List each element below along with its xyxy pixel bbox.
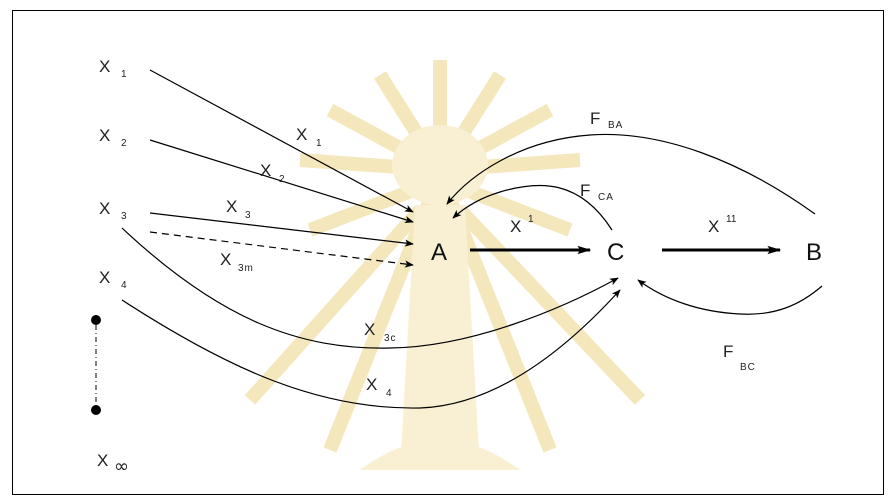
svg-text:X: X: [99, 268, 110, 287]
svg-text:3: 3: [121, 211, 128, 222]
edge-label-x3: X 3: [226, 197, 252, 221]
edge-label-f-bc: F BC: [723, 342, 756, 373]
svg-text:X: X: [99, 199, 110, 218]
svg-text:1: 1: [528, 214, 534, 225]
edge-x3-to-a: [149, 212, 414, 247]
edge-x2-to-a: [149, 139, 414, 224]
edge-x4-to-c: [121, 289, 621, 409]
edge-label-f-ca: F CA: [580, 181, 614, 203]
svg-text:3: 3: [245, 210, 252, 221]
input-x4-label: X 4: [99, 268, 128, 291]
svg-text:F: F: [590, 109, 600, 128]
svg-text:3m: 3m: [238, 263, 254, 274]
svg-text:X: X: [366, 375, 377, 394]
svg-text:11: 11: [726, 214, 737, 225]
edge-x1-to-a: [149, 69, 414, 213]
edge-x3c-to-c: [121, 227, 619, 349]
svg-text:∞: ∞: [114, 456, 129, 477]
svg-text:CA: CA: [598, 192, 614, 203]
edge-label-x2: X 2: [260, 161, 286, 185]
node-b: B: [806, 239, 822, 266]
edge-feedback-c-to-a: [452, 184, 613, 231]
svg-text:X: X: [220, 250, 231, 269]
svg-text:X: X: [260, 161, 271, 180]
edge-label-x3c: X 3c: [364, 320, 397, 344]
svg-text:BC: BC: [740, 362, 756, 373]
svg-text:X: X: [296, 125, 307, 144]
svg-text:X: X: [99, 57, 110, 76]
svg-text:F: F: [580, 181, 590, 200]
edge-feedback-b-to-a: [446, 133, 816, 215]
svg-text:X: X: [364, 320, 375, 339]
input-x2-label: X 2: [99, 126, 128, 149]
svg-text:BA: BA: [608, 120, 623, 131]
svg-text:X: X: [708, 217, 719, 236]
edge-label-x3m: X 3m: [220, 250, 254, 274]
edge-feedback-b-to-c: [637, 279, 823, 315]
svg-text:2: 2: [121, 138, 128, 149]
svg-text:3c: 3c: [384, 333, 397, 344]
svg-text:X: X: [226, 197, 237, 216]
edge-label-f-ba: F BA: [590, 109, 623, 131]
svg-text:4: 4: [386, 388, 393, 399]
svg-text:X: X: [99, 126, 110, 145]
node-a: A: [431, 239, 447, 266]
input-xinf-label: X ∞: [97, 451, 129, 477]
edge-label-x-double-prime: X 11: [708, 214, 737, 236]
edge-label-x1: X 1: [296, 125, 323, 149]
edge-x3m-to-a: [149, 231, 414, 268]
edge-label-x-prime: X 1: [510, 214, 534, 236]
input-x1-label: X 1: [99, 57, 128, 80]
node-c: C: [607, 239, 624, 266]
svg-text:1: 1: [316, 138, 323, 149]
input-x3-label: X 3: [99, 199, 128, 222]
edge-label-x4: X 4: [366, 375, 393, 399]
svg-text:X: X: [97, 451, 108, 470]
ellipsis-connector: [91, 315, 101, 415]
svg-text:X: X: [510, 217, 521, 236]
svg-text:F: F: [723, 342, 733, 361]
svg-text:1: 1: [121, 69, 128, 80]
svg-text:2: 2: [279, 174, 286, 185]
svg-text:4: 4: [121, 280, 128, 291]
